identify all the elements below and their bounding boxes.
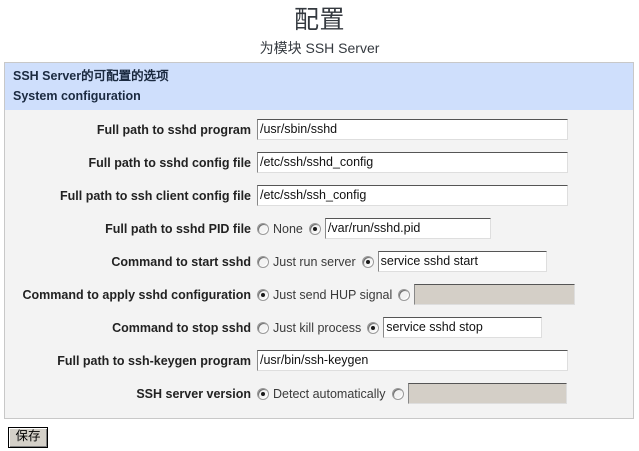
row-start-sshd: Command to start sshd Just run server se… [5,245,633,278]
row-sshd-config-file: Full path to sshd config file /etc/ssh/s… [5,146,633,179]
control-start-sshd: Just run server service sshd start [257,245,633,278]
label-sshd-program: Full path to sshd program [96,122,251,137]
control-apply-sshd-config: Just send HUP signal [257,278,633,311]
row-stop-sshd: Command to stop sshd Just kill process s… [5,311,633,344]
page-subtitle: 为模块 SSH Server [259,40,380,56]
page-header: 配置 为模块 SSH Server [0,0,639,58]
radio-apply-send-hup-signal[interactable] [257,288,269,301]
label-ssh-keygen-program: Full path to ssh-keygen program [57,353,251,368]
radio-label-version-detect-automatically: Detect automatically [273,386,386,401]
label-sshd-config-file: Full path to sshd config file [88,155,252,170]
label-apply-sshd-config: Command to apply sshd configuration [22,287,251,302]
input-ssh-server-version[interactable] [407,383,567,404]
radio-label-start-just-run-server: Just run server [273,254,356,269]
input-sshd-pid-file[interactable]: /var/run/sshd.pid [324,218,491,239]
radio-start-custom-command[interactable] [361,255,374,268]
control-ssh-client-config-file: /etc/ssh/ssh_config [257,179,633,212]
row-apply-sshd-config: Command to apply sshd configuration Just… [5,278,633,311]
label-start-sshd: Command to start sshd [111,254,251,269]
input-ssh-client-config-file[interactable]: /etc/ssh/ssh_config [257,185,568,206]
label-ssh-server-version: SSH server version [136,386,251,401]
row-ssh-client-config-file: Full path to ssh client config file /etc… [5,179,633,212]
save-button[interactable]: 保存 [8,427,48,448]
radio-version-manual[interactable] [391,387,404,400]
form-rows: Full path to sshd program /usr/sbin/sshd… [5,110,633,418]
radio-apply-custom-command[interactable] [398,288,411,301]
control-stop-sshd: Just kill process service sshd stop [257,311,633,344]
control-sshd-pid-file: None /var/run/sshd.pid [257,212,633,245]
row-sshd-program: Full path to sshd program /usr/sbin/sshd [5,113,633,146]
radio-sshd-pid-none[interactable] [257,222,269,235]
input-start-sshd-command[interactable]: service sshd start [377,251,547,272]
page-title: 配置 [293,6,345,34]
radio-label-apply-send-hup-signal: Just send HUP signal [273,287,393,302]
section-subheading: System configuration [5,87,633,110]
config-form-table: SSH Server的可配置的选项 System configuration F… [4,62,634,419]
label-sshd-pid-file: Full path to sshd PID file [105,221,251,236]
input-ssh-keygen-program[interactable]: /usr/bin/ssh-keygen [257,350,568,371]
row-sshd-pid-file: Full path to sshd PID file None /var/run… [5,212,633,245]
control-ssh-server-version: Detect automatically [257,377,633,410]
input-stop-sshd-command[interactable]: service sshd stop [383,317,543,338]
input-sshd-config-file[interactable]: /etc/ssh/sshd_config [257,152,568,173]
row-ssh-server-version: SSH server version Detect automatically [5,377,633,410]
control-ssh-keygen-program: /usr/bin/ssh-keygen [257,344,633,377]
control-sshd-program: /usr/sbin/sshd [257,113,633,146]
radio-start-just-run-server[interactable] [257,255,269,268]
radio-sshd-pid-custom[interactable] [308,222,321,235]
radio-label-stop-just-kill-process: Just kill process [273,320,362,335]
label-stop-sshd: Command to stop sshd [112,320,251,335]
radio-stop-custom-command[interactable] [367,321,380,334]
label-ssh-client-config-file: Full path to ssh client config file [60,188,251,203]
radio-version-detect-automatically[interactable] [257,387,269,400]
input-apply-sshd-config-command[interactable] [414,284,576,305]
radio-label-sshd-pid-none: None [273,221,303,236]
control-sshd-config-file: /etc/ssh/sshd_config [257,146,633,179]
row-ssh-keygen-program: Full path to ssh-keygen program /usr/bin… [5,344,633,377]
radio-stop-just-kill-process[interactable] [257,321,269,334]
input-sshd-program[interactable]: /usr/sbin/sshd [257,119,568,140]
section-heading: SSH Server的可配置的选项 [5,63,633,87]
